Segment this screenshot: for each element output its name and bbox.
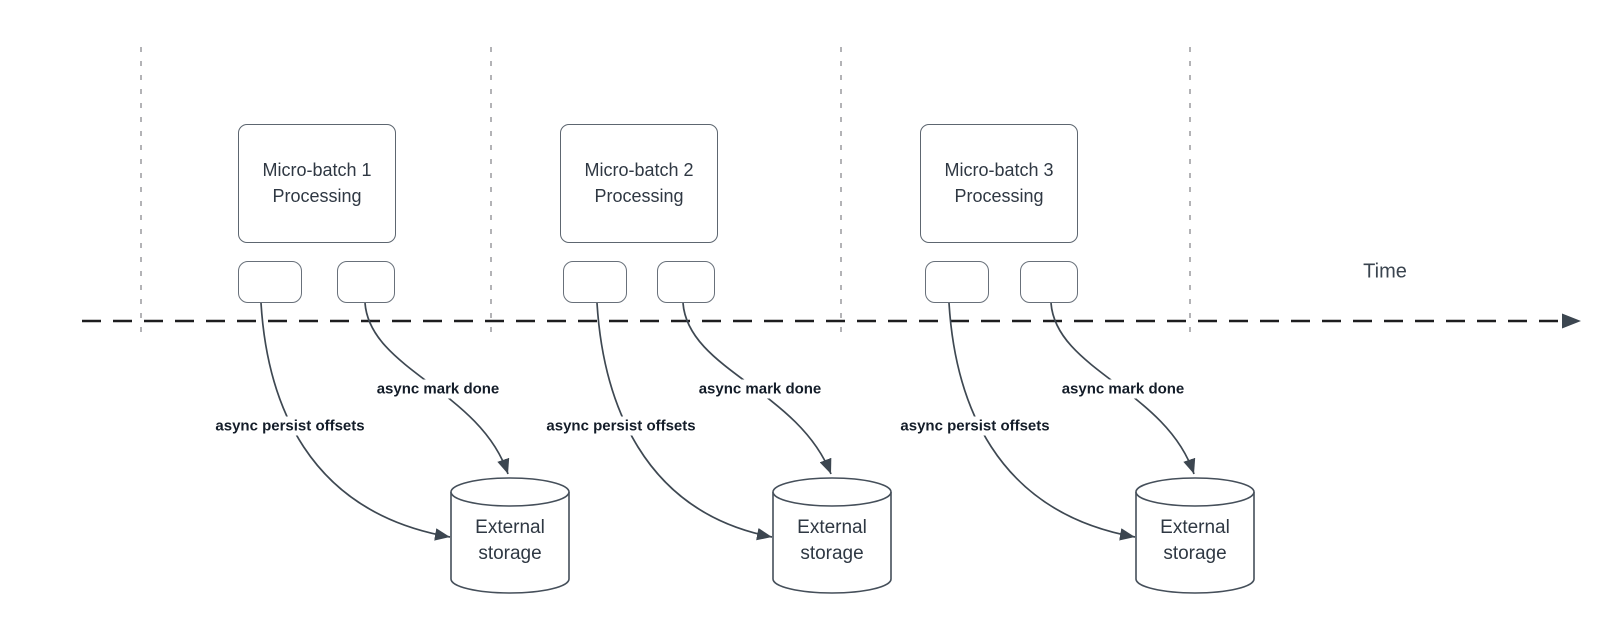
async-task-box-persist-1 (238, 261, 302, 303)
storage-label-3: External storage (1160, 517, 1230, 564)
storage-cylinder-3 (1135, 477, 1255, 594)
mark-done-label-2: async mark done (694, 379, 826, 399)
process-box-3-label: Micro-batch 3 Processing (944, 160, 1054, 206)
process-box-1-label: Micro-batch 1 Processing (262, 160, 372, 206)
async-task-box-done-2 (657, 261, 715, 303)
persist-offsets-arrow-3 (948, 302, 1136, 541)
persist-offsets-arrow-2 (596, 302, 773, 541)
time-axis-label: Time (1363, 260, 1407, 283)
storage-label-1: External storage (475, 517, 545, 564)
mark-done-label-1: async mark done (372, 379, 504, 399)
persist-offsets-label-1: async persist offsets (211, 416, 369, 436)
async-task-box-done-1 (337, 261, 395, 303)
persist-offsets-label-3: async persist offsets (896, 416, 1054, 436)
persist-offsets-label-2: async persist offsets (542, 416, 700, 436)
timeline-arrowhead-icon (1562, 313, 1581, 329)
storage-cylinder-2 (772, 477, 892, 594)
storage-label-2: External storage (797, 517, 867, 564)
mark-done-label-3: async mark done (1057, 379, 1189, 399)
process-box-2: Micro-batch 2 Processing (560, 124, 718, 243)
async-task-box-persist-2 (563, 261, 627, 303)
process-box-3: Micro-batch 3 Processing (920, 124, 1078, 243)
process-box-1: Micro-batch 1 Processing (238, 124, 396, 243)
process-box-2-label: Micro-batch 2 Processing (584, 160, 694, 206)
async-task-box-persist-3 (925, 261, 989, 303)
async-task-box-done-3 (1020, 261, 1078, 303)
persist-offsets-arrow-1 (260, 302, 451, 541)
storage-cylinder-1 (450, 477, 570, 594)
